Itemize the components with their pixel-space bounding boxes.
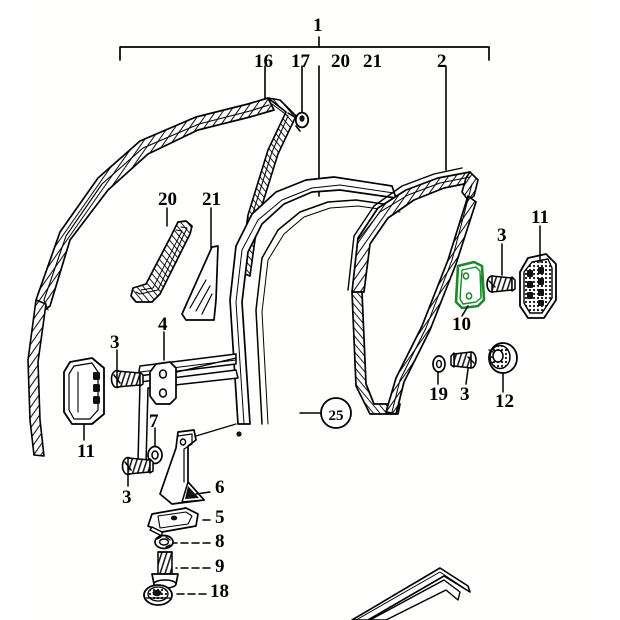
- part-7-washer: [147, 445, 163, 465]
- callout-11-right: 11: [531, 207, 549, 228]
- part-10-mounting-plate-highlighted: [454, 260, 486, 310]
- part-3-screw-right: [486, 275, 516, 293]
- part-4-guide-plate: [149, 357, 237, 405]
- callout-7: 7: [149, 411, 159, 432]
- part-3-screw-lower-left: [121, 456, 154, 476]
- part-3-screw-upper-left: [110, 369, 144, 389]
- part-9-bolt: [151, 551, 179, 589]
- part-19-flat-washer: [432, 355, 446, 373]
- lower-frame-fragment: [351, 567, 471, 620]
- callout-1: 1: [313, 15, 323, 36]
- part-17-seal-clip: [287, 111, 310, 132]
- part-18-cap-nut: [143, 584, 173, 606]
- callout-12: 12: [495, 391, 514, 412]
- part-6-stop-bracket: [159, 423, 237, 505]
- callout-19: 19: [429, 384, 448, 405]
- callout-3-upper-left: 3: [110, 332, 120, 353]
- part-16-upper-window-seal: [27, 97, 275, 457]
- part-11-buffer-left: [63, 357, 105, 425]
- part-11-buffer-right: [519, 253, 557, 319]
- part-3-screw-lower-right: [450, 351, 477, 369]
- callout-18: 18: [210, 581, 229, 602]
- callout-3-right: 3: [497, 225, 507, 246]
- callout-20: 20: [158, 189, 177, 210]
- callout-11-left: 11: [77, 441, 95, 462]
- callout-5: 5: [215, 507, 225, 528]
- part-5-clamp-plate: [147, 507, 199, 537]
- callout-20-top: 20: [331, 51, 350, 72]
- marker-25-circle: [299, 397, 352, 429]
- callout-leaders: [83, 207, 541, 595]
- background-canvas: [22, 0, 596, 620]
- callout-21: 21: [202, 189, 221, 210]
- callout-21-top: 21: [363, 51, 382, 72]
- callout-3-lower-left: 3: [122, 487, 132, 508]
- part-2-rear-frame-seal: [347, 167, 479, 415]
- callout-9: 9: [215, 556, 225, 577]
- callout-16: 16: [254, 51, 273, 72]
- part-12-knurled-nut: [488, 342, 518, 374]
- callout-3-lower-right: 3: [460, 384, 470, 405]
- callout-2: 2: [437, 51, 447, 72]
- part-8-lock-washer: [154, 534, 174, 550]
- callout-4: 4: [158, 314, 168, 335]
- callout-17: 17: [291, 51, 310, 72]
- part-21-quarter-glass: [181, 245, 219, 321]
- marker-25-text: 25: [329, 408, 344, 424]
- callout-8: 8: [215, 531, 225, 552]
- background-left-margin: [0, 0, 22, 620]
- top-bracket-line: [119, 36, 490, 61]
- bracket-leader-lines: [264, 65, 447, 197]
- background-right-margin: [596, 0, 620, 620]
- callout-10: 10: [452, 314, 471, 335]
- part-20-quarter-window-seal: [130, 220, 193, 303]
- callout-6: 6: [215, 477, 225, 498]
